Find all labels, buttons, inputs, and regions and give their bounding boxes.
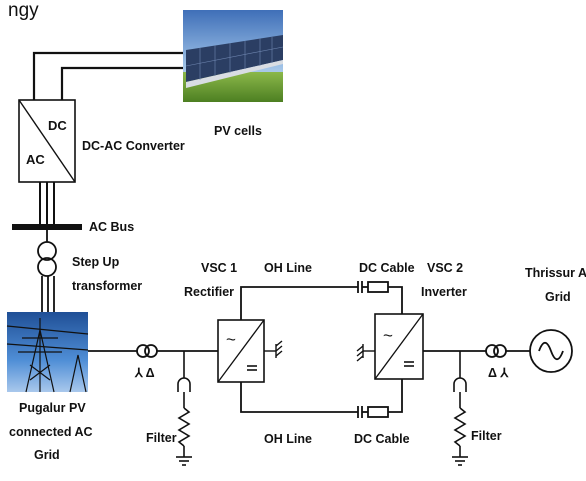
- left-filter: [176, 351, 192, 466]
- dc-cable-top-label: DC Cable: [359, 261, 415, 275]
- vsc1-label-line1: VSC 1: [201, 261, 237, 275]
- left-ac-line: [88, 344, 218, 358]
- dc-cable-bottom-label: DC Cable: [354, 432, 410, 446]
- right-filter: [452, 351, 468, 466]
- step-up-transformer: [37, 230, 57, 312]
- pugalur-label-line3: Grid: [34, 448, 60, 462]
- right-ac-line: [423, 344, 530, 358]
- right-transformer-symbol: Δ ⅄: [488, 366, 509, 380]
- pv-cells-image: [183, 10, 284, 102]
- step-up-label-line2: transformer: [72, 279, 142, 293]
- converter-to-bus-wires: [39, 182, 55, 227]
- vsc2-label-line1: VSC 2: [427, 261, 463, 275]
- vsc1-ground: [264, 340, 283, 358]
- header-partial-text: ngy: [8, 0, 39, 21]
- vsc1-label-line2: Rectifier: [184, 285, 234, 299]
- left-transformer-symbol: ⅄ Δ: [134, 366, 155, 380]
- oh-line-top-label: OH Line: [264, 261, 312, 275]
- ac-bus-label: AC Bus: [89, 220, 134, 234]
- pugalur-label-line1: Pugalur PV: [19, 401, 86, 415]
- oh-line-bottom-label: OH Line: [264, 432, 312, 446]
- dc-lines: [240, 281, 403, 418]
- left-filter-label: Filter: [146, 431, 177, 445]
- vsc2-ac-symbol: ~: [383, 326, 393, 345]
- converter-ac-label: AC: [26, 152, 45, 167]
- pv-cells-label: PV cells: [214, 124, 262, 138]
- vsc2-inverter: ~: [374, 313, 424, 380]
- thrissur-label-line1: Thrissur AC: [525, 266, 586, 280]
- ac-bus-bar: [12, 224, 82, 230]
- step-up-label-line1: Step Up: [72, 255, 120, 269]
- right-filter-label: Filter: [471, 429, 502, 443]
- pugalur-grid-image: [6, 312, 89, 393]
- vsc1-ac-symbol: ~: [226, 330, 236, 349]
- pugalur-label-line2: connected AC: [9, 425, 93, 439]
- converter-dc-label: DC: [48, 118, 67, 133]
- thrissur-label-line2: Grid: [545, 290, 571, 304]
- vsc2-ground: [356, 344, 375, 362]
- pv-to-converter-wires: [32, 51, 183, 100]
- vsc2-label-line2: Inverter: [421, 285, 467, 299]
- dc-ac-converter: DC AC: [18, 99, 76, 183]
- dc-ac-converter-label: DC-AC Converter: [82, 139, 185, 153]
- thrissur-ac-source: [529, 329, 573, 373]
- vsc1-rectifier: ~: [217, 319, 265, 383]
